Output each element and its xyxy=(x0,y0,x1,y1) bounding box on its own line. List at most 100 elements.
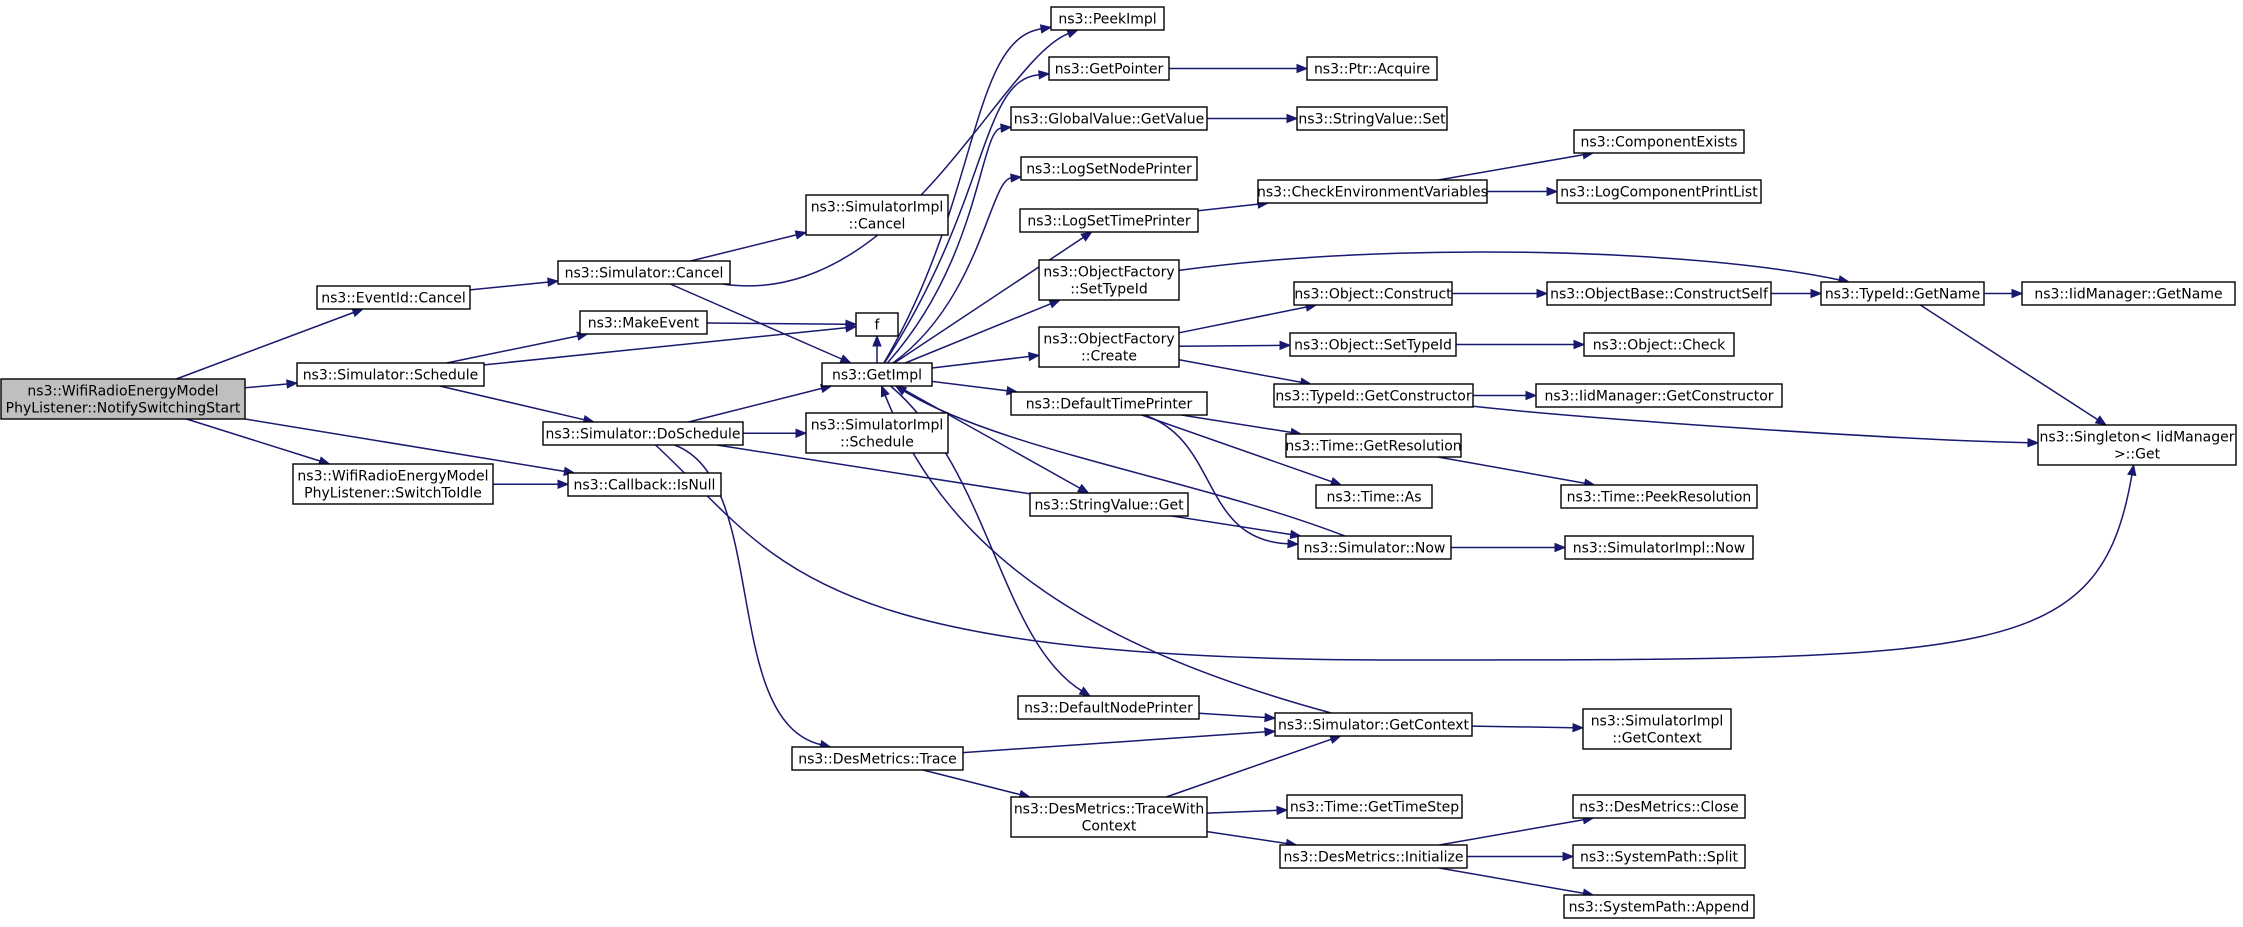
node-callback-isnull[interactable]: ns3::Callback::IsNull xyxy=(567,472,722,497)
node-globalvalue-getvalue[interactable]: ns3::GlobalValue::GetValue xyxy=(1010,106,1208,131)
node-typeid-getconstructor[interactable]: ns3::TypeId::GetConstructor xyxy=(1273,383,1474,408)
node-box[interactable] xyxy=(805,194,949,236)
node-ptr-acquire[interactable]: ns3::Ptr::Acquire xyxy=(1306,56,1438,81)
node-box[interactable] xyxy=(791,746,964,771)
node-f[interactable]: f xyxy=(855,312,899,337)
node-box[interactable] xyxy=(821,362,933,387)
node-time-peekresolution[interactable]: ns3::Time::PeekResolution xyxy=(1560,484,1758,509)
node-sim-cancel[interactable]: ns3::Simulator::Cancel xyxy=(557,260,731,285)
node-box[interactable] xyxy=(1017,695,1200,720)
node-box[interactable] xyxy=(805,412,949,454)
node-box[interactable] xyxy=(1535,383,1783,408)
node-simimpl-getcontext[interactable]: ns3::SimulatorImpl::GetContext xyxy=(1582,708,1732,750)
node-box[interactable] xyxy=(1573,129,1745,154)
node-box[interactable] xyxy=(1286,794,1463,819)
node-box[interactable] xyxy=(1560,484,1758,509)
node-desmetrics-initialize[interactable]: ns3::DesMetrics::Initialize xyxy=(1279,844,1468,869)
node-box[interactable] xyxy=(1038,259,1180,301)
node-box[interactable] xyxy=(1306,56,1438,81)
node-sim-schedule[interactable]: ns3::Simulator::Schedule xyxy=(296,362,485,387)
node-sim-now[interactable]: ns3::Simulator::Now xyxy=(1297,535,1452,560)
node-iidmanager-getconstructor[interactable]: ns3::IidManager::GetConstructor xyxy=(1535,383,1783,408)
node-box[interactable] xyxy=(0,378,246,420)
node-box[interactable] xyxy=(1019,208,1199,233)
node-box[interactable] xyxy=(1564,535,1754,560)
node-box[interactable] xyxy=(1285,433,1462,458)
node-getimpl[interactable]: ns3::GetImpl xyxy=(821,362,933,387)
node-box[interactable] xyxy=(1050,6,1165,31)
node-simimpl-cancel[interactable]: ns3::SimulatorImpl::Cancel xyxy=(805,194,949,236)
node-box[interactable] xyxy=(1020,156,1198,181)
node-box[interactable] xyxy=(1293,281,1453,306)
node-box[interactable] xyxy=(557,260,731,285)
node-eventid-cancel[interactable]: ns3::EventId::Cancel xyxy=(316,285,471,310)
node-box[interactable] xyxy=(2037,424,2237,466)
node-desmetrics-trace[interactable]: ns3::DesMetrics::Trace xyxy=(791,746,964,771)
node-time-as[interactable]: ns3::Time::As xyxy=(1315,484,1433,509)
node-box[interactable] xyxy=(296,362,485,387)
node-box[interactable] xyxy=(1273,383,1474,408)
node-box[interactable] xyxy=(1556,179,1762,204)
node-box[interactable] xyxy=(1274,712,1473,737)
node-box[interactable] xyxy=(1297,535,1452,560)
node-typeid-getname[interactable]: ns3::TypeId::GetName xyxy=(1820,281,1985,306)
node-componentexists[interactable]: ns3::ComponentExists xyxy=(1573,129,1745,154)
node-box[interactable] xyxy=(1257,179,1488,204)
node-box[interactable] xyxy=(1572,794,1746,819)
node-box[interactable] xyxy=(1010,106,1208,131)
node-simimpl-now[interactable]: ns3::SimulatorImpl::Now xyxy=(1564,535,1754,560)
node-box[interactable] xyxy=(1289,332,1457,357)
node-box[interactable] xyxy=(1582,708,1732,750)
node-box[interactable] xyxy=(1296,106,1448,131)
node-simimpl-schedule[interactable]: ns3::SimulatorImpl::Schedule xyxy=(805,412,949,454)
node-time-gettimestep[interactable]: ns3::Time::GetTimeStep xyxy=(1286,794,1463,819)
node-root[interactable]: ns3::WifiRadioEnergyModelPhyListener::No… xyxy=(0,378,246,420)
node-logsettimeprinter[interactable]: ns3::LogSetTimePrinter xyxy=(1019,208,1199,233)
node-box[interactable] xyxy=(1010,391,1208,416)
node-box[interactable] xyxy=(1315,484,1433,509)
node-object-check[interactable]: ns3::Object::Check xyxy=(1583,332,1735,357)
node-box[interactable] xyxy=(542,421,744,446)
node-object-construct[interactable]: ns3::Object::Construct xyxy=(1293,281,1453,306)
node-time-getresolution[interactable]: ns3::Time::GetResolution xyxy=(1285,433,1462,458)
node-sim-doschedule[interactable]: ns3::Simulator::DoSchedule xyxy=(542,421,744,446)
node-sim-getcontext[interactable]: ns3::Simulator::GetContext xyxy=(1274,712,1473,737)
node-logcomponentprintlist[interactable]: ns3::LogComponentPrintList xyxy=(1556,179,1762,204)
node-box[interactable] xyxy=(1820,281,1985,306)
node-getpointer[interactable]: ns3::GetPointer xyxy=(1048,56,1170,81)
node-desmetrics-close[interactable]: ns3::DesMetrics::Close xyxy=(1572,794,1746,819)
node-box[interactable] xyxy=(2021,281,2236,306)
node-box[interactable] xyxy=(1572,844,1746,869)
node-objfactory-create[interactable]: ns3::ObjectFactory::Create xyxy=(1038,326,1180,368)
node-logsetnodeprinter[interactable]: ns3::LogSetNodePrinter xyxy=(1020,156,1198,181)
node-systempath-append[interactable]: ns3::SystemPath::Append xyxy=(1563,894,1755,919)
node-box[interactable] xyxy=(292,463,494,505)
node-stringvalue-set[interactable]: ns3::StringValue::Set xyxy=(1296,106,1448,131)
node-box[interactable] xyxy=(855,312,899,337)
node-peekimpl[interactable]: ns3::PeekImpl xyxy=(1050,6,1165,31)
node-box[interactable] xyxy=(1010,796,1208,838)
node-systempath-split[interactable]: ns3::SystemPath::Split xyxy=(1572,844,1746,869)
node-box[interactable] xyxy=(567,472,722,497)
node-checkenv[interactable]: ns3::CheckEnvironmentVariables xyxy=(1257,179,1488,204)
node-object-settypeid[interactable]: ns3::Object::SetTypeId xyxy=(1289,332,1457,357)
node-stringvalue-get[interactable]: ns3::StringValue::Get xyxy=(1029,492,1189,517)
node-box[interactable] xyxy=(1038,326,1180,368)
node-box[interactable] xyxy=(1563,894,1755,919)
node-defaulttimeprinter[interactable]: ns3::DefaultTimePrinter xyxy=(1010,391,1208,416)
node-box[interactable] xyxy=(316,285,471,310)
node-objectbase-constructself[interactable]: ns3::ObjectBase::ConstructSelf xyxy=(1546,281,1772,306)
node-box[interactable] xyxy=(1583,332,1735,357)
node-box[interactable] xyxy=(579,310,708,335)
node-makeevent[interactable]: ns3::MakeEvent xyxy=(579,310,708,335)
node-iidmanager-getname[interactable]: ns3::IidManager::GetName xyxy=(2021,281,2236,306)
node-box[interactable] xyxy=(1546,281,1772,306)
node-singleton-get[interactable]: ns3::Singleton< IidManager>::Get xyxy=(2037,424,2237,466)
node-box[interactable] xyxy=(1048,56,1170,81)
node-box[interactable] xyxy=(1029,492,1189,517)
node-switchtoidle[interactable]: ns3::WifiRadioEnergyModelPhyListener::Sw… xyxy=(292,463,494,505)
node-box[interactable] xyxy=(1279,844,1468,869)
node-objfactory-settypeid[interactable]: ns3::ObjectFactory::SetTypeId xyxy=(1038,259,1180,301)
node-defaultnodeprinter[interactable]: ns3::DefaultNodePrinter xyxy=(1017,695,1200,720)
